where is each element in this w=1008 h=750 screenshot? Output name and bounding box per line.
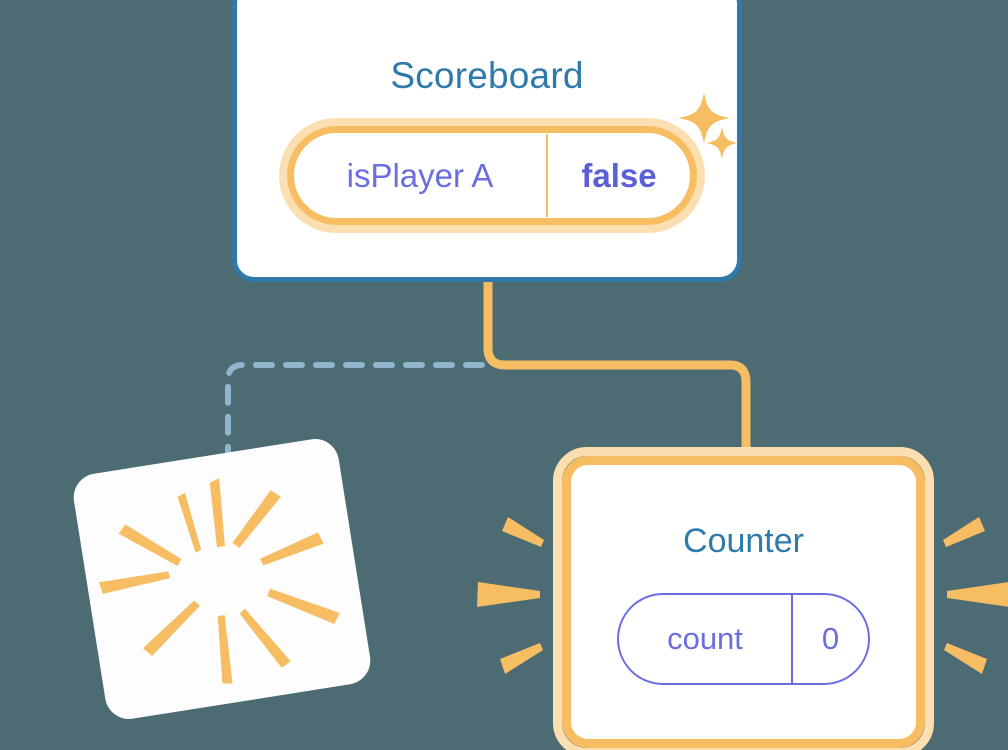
burst-ray [217, 615, 233, 684]
counter-state-pill[interactable]: count 0 [617, 593, 870, 685]
blank-card-burst-icon [98, 478, 340, 684]
burst-ray [98, 571, 171, 594]
counter-state-value: 0 [821, 621, 840, 656]
scoreboard-state-value: false [581, 156, 657, 194]
scoreboard-state-pill[interactable]: isPlayer A false [287, 126, 697, 225]
counter-burst-ray-right [944, 643, 987, 674]
burst-ray [267, 588, 340, 624]
burst-ray [260, 532, 324, 566]
burst-ray [239, 608, 291, 668]
scoreboard-state-key: isPlayer A [346, 156, 494, 194]
scoreboard-title: Scoreboard [390, 55, 584, 96]
connector-solid-scoreboard-to-counter [483, 280, 751, 460]
burst-ray [142, 600, 200, 656]
burst-ray [177, 492, 202, 553]
burst-ray [118, 524, 182, 566]
counter-burst-ray-left [477, 582, 540, 607]
scoreboard-card[interactable]: Scoreboard isPlayer A false [232, 0, 742, 282]
burst-ray [232, 490, 281, 548]
burst-ray [209, 478, 225, 548]
counter-burst-ray-right [947, 582, 1008, 607]
counter-burst-ray-left [500, 643, 543, 674]
scoreboard-state-divider [546, 134, 548, 217]
counter-state-key: count [667, 621, 743, 656]
counter-state-divider [791, 595, 793, 683]
counter-card[interactable]: Counter count 0 [562, 456, 925, 748]
counter-title: Counter [683, 522, 804, 560]
scoreboard-pill-highlight-glow [279, 118, 705, 233]
counter-burst-ray-right [943, 517, 985, 547]
counter-burst-ray-left [502, 517, 544, 547]
